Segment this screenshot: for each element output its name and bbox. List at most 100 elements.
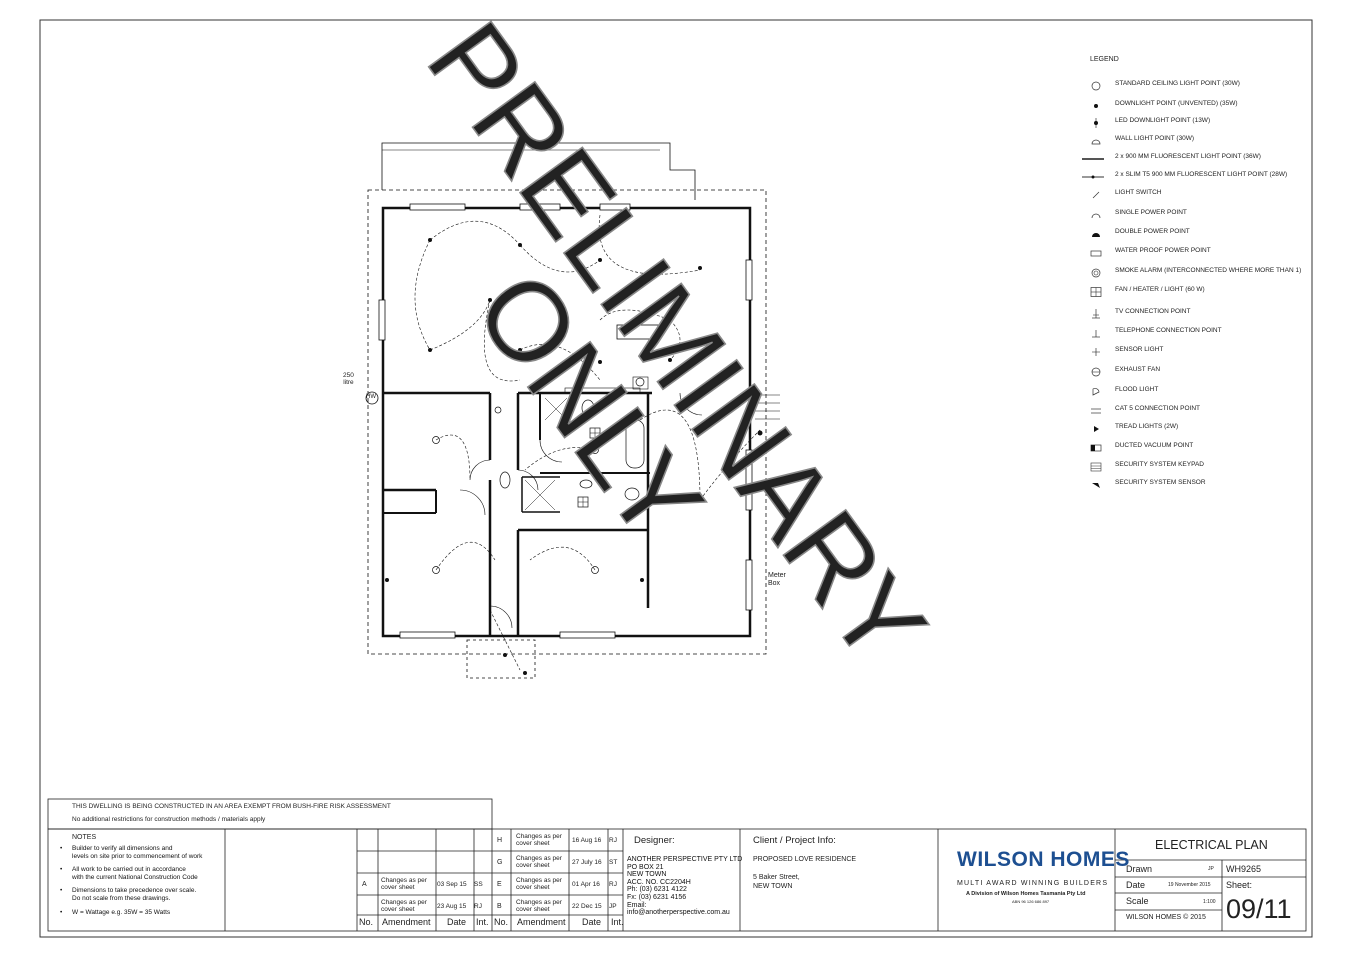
amendment-text: Changes as per xyxy=(516,833,562,840)
meter-box-label: Meter Box xyxy=(768,572,786,588)
amendment-no: B xyxy=(497,903,502,910)
legend-label: DOUBLE POWER POINT xyxy=(1115,228,1190,235)
legend-label: STANDARD CEILING LIGHT POINT (30W) xyxy=(1115,80,1240,87)
note-item: •W = Wattage e.g. 35W = 35 Watts xyxy=(60,909,222,917)
sheet-label: Sheet: xyxy=(1226,880,1253,890)
designer-line: Fx: (03) 6231 4156 xyxy=(627,893,687,901)
client-address-1: 5 Baker Street, xyxy=(753,874,800,881)
box-label: Box xyxy=(768,580,781,587)
legend-label: DUCTED VACUUM POINT xyxy=(1115,442,1194,449)
amendment-text: cover sheet xyxy=(516,906,550,913)
legend-label: WALL LIGHT POINT (30W) xyxy=(1115,135,1195,142)
meter-label: Meter xyxy=(768,572,786,579)
note-line: Do not scale from these drawings. xyxy=(72,894,171,902)
amendment-text: cover sheet xyxy=(516,862,550,869)
client-address-2: NEW TOWN xyxy=(753,883,793,890)
legend-title: LEGEND xyxy=(1090,56,1119,63)
amendment-date: 23 Aug 15 xyxy=(437,903,467,910)
amendment-text: cover sheet xyxy=(381,906,415,913)
note-item: •All work to be carried out in accordanc… xyxy=(60,866,222,881)
led-downlight-icon xyxy=(1090,115,1102,128)
tank-size: 250 xyxy=(343,372,354,379)
smoke-alarm-icon xyxy=(1090,265,1102,278)
amendment-text: Changes as per xyxy=(516,877,562,884)
designer-line: NEW TOWN xyxy=(627,871,667,879)
header-int: Int. xyxy=(611,917,624,927)
wall-light-icon xyxy=(1090,133,1102,145)
sensor-light-icon xyxy=(1090,344,1102,356)
amendment-date: 16 Aug 16 xyxy=(572,837,602,844)
legend-label: LIGHT SWITCH xyxy=(1115,189,1162,196)
note-line: All work to be carried out in accordance xyxy=(72,866,186,874)
exhaust-fan-icon xyxy=(1090,364,1102,377)
hw-label: HW xyxy=(366,394,376,400)
tank-label: 250 litre xyxy=(343,372,354,386)
light-switch-icon xyxy=(1090,187,1102,199)
amendment-text: Changes as per xyxy=(381,877,427,884)
amendment-text: cover sheet xyxy=(516,840,550,847)
double-power-point-icon xyxy=(1090,226,1102,237)
designer-line: Email: xyxy=(627,901,647,909)
legend-label: 2 x SLIM T5 900 MM FLUORESCENT LIGHT POI… xyxy=(1115,171,1288,178)
amendment-text: cover sheet xyxy=(516,884,550,891)
brand-tagline: MULTI AWARD WINNING BUILDERS xyxy=(957,880,1109,887)
scale-label: Scale xyxy=(1126,896,1149,906)
tank-unit: litre xyxy=(343,379,354,386)
amendment-date: 27 July 16 xyxy=(572,859,602,866)
drawn-label: Drawn xyxy=(1126,864,1153,874)
note-line: Dimensions to take precedence over scale… xyxy=(72,887,197,895)
amendment-no: G xyxy=(497,859,503,866)
client-heading: Client / Project Info: xyxy=(753,835,836,846)
amendment-text: cover sheet xyxy=(381,884,415,891)
fluorescent-light-icon xyxy=(1082,151,1108,161)
amendment-init: JP xyxy=(609,903,617,910)
designer-line: Ph: (03) 6231 4122 xyxy=(627,886,687,894)
amendment-init: RJ xyxy=(474,903,482,910)
brand-division: A Division of Wilson Homes Tasmania Pty … xyxy=(966,891,1086,897)
header-no: No. xyxy=(359,917,374,927)
fan-heater-light-icon xyxy=(1090,284,1102,297)
bushfire-notice-sub: No additional restrictions for construct… xyxy=(72,816,266,823)
amendment-init: SS xyxy=(474,881,483,888)
legend-label: LED DOWNLIGHT POINT (13W) xyxy=(1115,117,1211,124)
tv-connection-icon xyxy=(1090,306,1102,319)
designer-line: ANOTHER PERSPECTIVE PTY LTD xyxy=(627,856,743,863)
cat5-connection-icon xyxy=(1090,403,1102,414)
amendment-text: Changes as per xyxy=(516,899,562,906)
date-value: 19 November 2015 xyxy=(1168,882,1211,888)
header-no: No. xyxy=(494,917,509,927)
header-date: Date xyxy=(447,917,467,927)
waterproof-power-point-icon xyxy=(1090,245,1102,257)
ducted-vacuum-icon xyxy=(1090,440,1102,452)
designer-line: info@anotherperspective.com.au xyxy=(627,909,730,917)
legend-label: SECURITY SYSTEM KEYPAD xyxy=(1115,461,1204,468)
amendment-init: ST xyxy=(609,859,618,866)
date-label: Date xyxy=(1126,880,1146,890)
note-line: with the current National Construction C… xyxy=(72,873,198,881)
amendment-init: RJ xyxy=(609,881,617,888)
slim-fluorescent-icon xyxy=(1082,169,1108,179)
plan-fixtures xyxy=(385,238,763,675)
security-keypad-icon xyxy=(1090,459,1102,472)
notes-title: NOTES xyxy=(72,834,97,841)
brand-logo: WILSON HOMES xyxy=(957,848,1130,871)
legend-label: DOWNLIGHT POINT (UNVENTED) (35W) xyxy=(1115,100,1238,107)
legend-label: FLOOD LIGHT xyxy=(1115,386,1159,393)
amendment-no: H xyxy=(497,837,503,844)
header-int: Int. xyxy=(476,917,489,927)
security-sensor-icon xyxy=(1090,477,1102,488)
drawn-value: JP xyxy=(1208,866,1214,872)
legend-label: SECURITY SYSTEM SENSOR xyxy=(1115,479,1206,486)
header-amendment: Amendment xyxy=(517,917,566,927)
note-line: Builder to verify all dimensions and xyxy=(72,845,173,852)
copyright: WILSON HOMES © 2015 xyxy=(1126,914,1206,921)
note-item: •Dimensions to take precedence over scal… xyxy=(60,887,222,902)
amendment-no: A xyxy=(362,881,367,888)
designer-line: PO BOX 21 xyxy=(627,863,664,871)
legend-label: SMOKE ALARM (INTERCONNECTED WHERE MORE T… xyxy=(1115,267,1302,274)
amendment-date: 22 Dec 15 xyxy=(572,903,602,910)
designer-line: ACC. NO. CC2204H xyxy=(627,878,691,886)
